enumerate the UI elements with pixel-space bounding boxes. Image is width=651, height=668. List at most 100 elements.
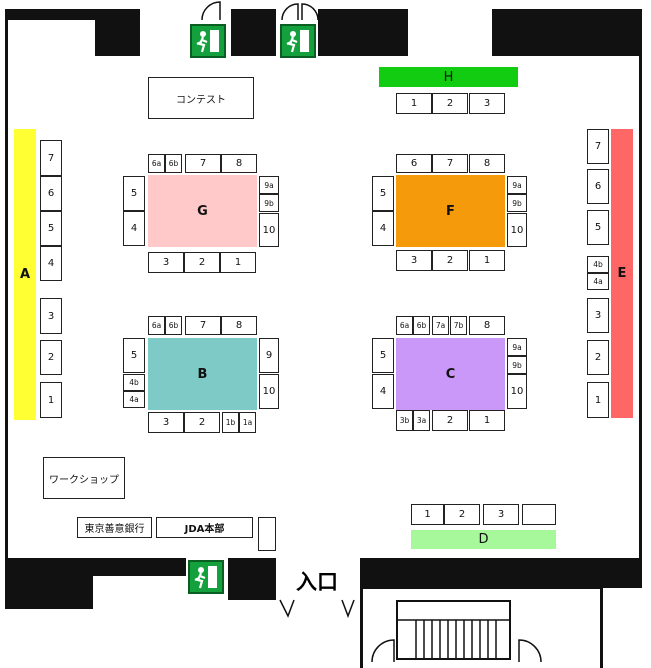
table-e-3: 3 bbox=[587, 298, 609, 333]
table-e-4a: 4a bbox=[587, 273, 609, 290]
entrance-label: 入口 bbox=[296, 570, 338, 594]
table-b-9: 9 bbox=[259, 338, 279, 373]
table-b-3: 3 bbox=[148, 412, 184, 433]
table-b-10: 10 bbox=[259, 374, 279, 409]
table-f-1: 1 bbox=[469, 250, 505, 271]
table-g-9a: 9a bbox=[259, 176, 279, 194]
table-h-3: 3 bbox=[469, 93, 505, 114]
table-e-5: 5 bbox=[587, 210, 609, 245]
zone-h: H bbox=[379, 67, 518, 87]
table-f-5: 5 bbox=[372, 176, 394, 211]
table-h-2: 2 bbox=[432, 93, 468, 114]
wall-bottom-mid bbox=[93, 558, 186, 576]
table-g-10: 10 bbox=[259, 213, 279, 247]
zone-g: G bbox=[148, 175, 257, 247]
table-g-7: 7 bbox=[185, 154, 221, 173]
table-c-6a: 6a bbox=[396, 316, 413, 335]
table-c-1: 1 bbox=[469, 410, 505, 431]
table-a-6: 6 bbox=[40, 176, 62, 211]
table-c-10: 10 bbox=[507, 374, 527, 409]
table-d-2: 2 bbox=[444, 504, 480, 525]
table-g-2: 2 bbox=[184, 252, 220, 273]
table-f-8: 8 bbox=[469, 154, 505, 173]
table-e-1: 1 bbox=[587, 382, 609, 418]
wall-bottom-right bbox=[360, 558, 642, 588]
table-a-3: 3 bbox=[40, 298, 62, 334]
table-c-7b: 7b bbox=[450, 316, 467, 335]
table-b-5: 5 bbox=[123, 338, 145, 373]
table-c-9b: 9b bbox=[507, 356, 527, 374]
emergency-exit-icon bbox=[190, 24, 226, 58]
wall-top-pillar-2 bbox=[492, 9, 642, 56]
wall-top-left bbox=[5, 9, 95, 20]
zone-a: A bbox=[14, 129, 36, 420]
table-b-6a: 6a bbox=[148, 316, 165, 335]
table-b-4a: 4a bbox=[123, 391, 145, 408]
emergency-exit-icon bbox=[280, 24, 316, 58]
table-b-4b: 4b bbox=[123, 374, 145, 391]
table-f-9b: 9b bbox=[507, 194, 527, 212]
table-c-3b: 3b bbox=[396, 410, 413, 431]
table-b-1a: 1a bbox=[239, 412, 256, 433]
side-table bbox=[258, 517, 276, 551]
table-a-5: 5 bbox=[40, 211, 62, 246]
table-a-1: 1 bbox=[40, 382, 62, 418]
table-e-6: 6 bbox=[587, 169, 609, 204]
tokyo-bank-booth: 東京善意銀行 bbox=[77, 517, 152, 538]
table-f-6: 6 bbox=[396, 154, 432, 173]
wall-top-mid bbox=[231, 9, 276, 56]
table-a-4: 4 bbox=[40, 246, 62, 281]
table-b-7: 7 bbox=[185, 316, 221, 335]
table-b-8: 8 bbox=[221, 316, 257, 335]
table-g-4: 4 bbox=[123, 211, 145, 246]
table-f-2: 2 bbox=[432, 250, 468, 271]
table-c-9a: 9a bbox=[507, 338, 527, 356]
stair-outline bbox=[360, 586, 603, 668]
table-f-7: 7 bbox=[432, 154, 468, 173]
table-g-6b: 6b bbox=[165, 154, 182, 173]
table-a-2: 2 bbox=[40, 340, 62, 375]
door-swing-icon bbox=[371, 639, 395, 662]
wall-bottom-left bbox=[5, 558, 93, 609]
table-c-3a: 3a bbox=[413, 410, 430, 431]
zone-b: B bbox=[148, 338, 257, 410]
table-e-4b: 4b bbox=[587, 256, 609, 273]
table-c-5: 5 bbox=[372, 338, 394, 373]
table-f-9a: 9a bbox=[507, 176, 527, 194]
table-g-1: 1 bbox=[220, 252, 256, 273]
table-f-10: 10 bbox=[507, 213, 527, 247]
door-swing-icon bbox=[201, 1, 221, 20]
table-f-4: 4 bbox=[372, 211, 394, 246]
zone-e: E bbox=[611, 129, 633, 418]
table-c-6b: 6b bbox=[413, 316, 430, 335]
table-h-1: 1 bbox=[396, 93, 432, 114]
table-e-2: 2 bbox=[587, 340, 609, 375]
stairs-icon bbox=[396, 600, 511, 660]
table-c-7a: 7a bbox=[432, 316, 449, 335]
jda-hq-booth: JDA本部 bbox=[156, 517, 253, 538]
door-swing-icon bbox=[281, 3, 319, 20]
table-c-2: 2 bbox=[432, 410, 468, 431]
table-g-3: 3 bbox=[148, 252, 184, 273]
wall-top-pillar-1 bbox=[95, 9, 140, 56]
wall-bottom-mid-2 bbox=[228, 558, 276, 600]
table-d-4 bbox=[522, 504, 556, 525]
workshop-area: ワークショップ bbox=[43, 457, 125, 499]
zone-f: F bbox=[396, 175, 505, 247]
table-b-1b: 1b bbox=[222, 412, 239, 433]
table-g-6a: 6a bbox=[148, 154, 165, 173]
table-g-5: 5 bbox=[123, 176, 145, 211]
table-b-6b: 6b bbox=[165, 316, 182, 335]
table-d-1: 1 bbox=[411, 504, 444, 525]
table-d-3: 3 bbox=[483, 504, 519, 525]
table-c-4: 4 bbox=[372, 374, 394, 409]
table-c-8: 8 bbox=[469, 316, 505, 335]
wall-top-mid-2 bbox=[318, 9, 408, 56]
door-swing-icon bbox=[279, 599, 355, 619]
zone-c: C bbox=[396, 338, 505, 410]
table-e-7: 7 bbox=[587, 129, 609, 164]
zone-d: D bbox=[411, 530, 556, 549]
table-b-2: 2 bbox=[184, 412, 220, 433]
wall-right bbox=[639, 9, 642, 561]
